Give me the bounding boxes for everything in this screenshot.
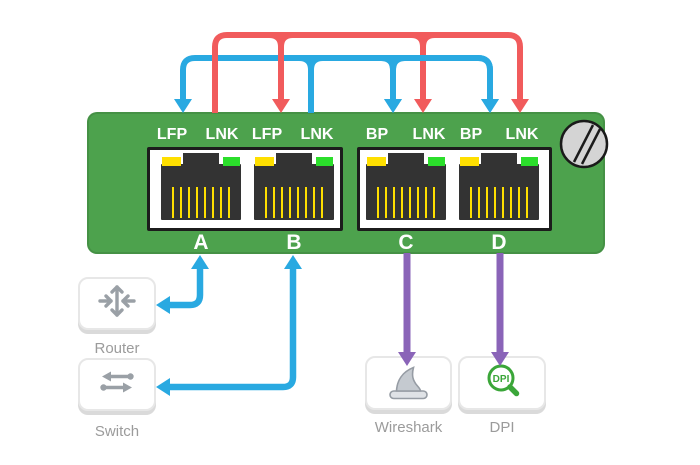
- jack-pins: [470, 187, 528, 218]
- green-led: [521, 157, 538, 166]
- screw-icon: [558, 118, 610, 175]
- endpoint-card-wireshark: [365, 356, 452, 410]
- led-label-lnk-port-A: LNK: [205, 126, 239, 143]
- led-label-lfp-port-A: LFP: [156, 126, 188, 143]
- endpoint-card-router: [78, 277, 156, 330]
- yellow-led: [162, 157, 181, 166]
- yellow-led: [367, 157, 386, 166]
- led-label-lnk-port-D: LNK: [505, 126, 539, 143]
- wireshark-icon: [385, 361, 433, 406]
- yellow-led: [460, 157, 479, 166]
- arrowhead-down: [414, 99, 432, 113]
- arrowhead-down: [398, 352, 416, 366]
- jack-pins: [377, 187, 435, 218]
- arrowhead-down: [384, 99, 402, 113]
- link-port-A-router: [169, 268, 204, 309]
- svg-text:DPI: DPI: [493, 373, 510, 384]
- port-letter-B: B: [286, 231, 302, 254]
- rj45-jack-port-A: [161, 153, 241, 220]
- led-label-bp-port-D: BP: [459, 126, 483, 143]
- blue-tree-overlay: [372, 55, 493, 100]
- jack-pins: [172, 187, 230, 218]
- led-label-lnk-port-C: LNK: [412, 126, 446, 143]
- router-icon: [95, 281, 139, 326]
- arrowhead-down: [481, 99, 499, 113]
- arrowhead-down: [511, 99, 529, 113]
- yellow-led: [255, 157, 274, 166]
- port-endpoint-links: [156, 253, 509, 396]
- led-label-lfp-port-B: LFP: [251, 126, 283, 143]
- red-heartbeat-tree: [212, 32, 523, 113]
- dpi-icon: DPI: [480, 359, 524, 408]
- arrowhead-up: [284, 255, 302, 269]
- port-letter-C: C: [398, 231, 414, 254]
- led-label-lnk-port-B: LNK: [300, 126, 334, 143]
- port-letter-D: D: [491, 231, 507, 254]
- endpoint-label-switch: Switch: [94, 423, 140, 440]
- green-led: [316, 157, 333, 166]
- arrowhead-left: [156, 296, 170, 314]
- green-led: [428, 157, 445, 166]
- arrowhead-down: [491, 352, 509, 366]
- switch-icon: [94, 365, 140, 404]
- rj45-jack-port-D: [459, 153, 539, 220]
- arrowhead-left: [156, 378, 170, 396]
- jack-pins: [265, 187, 323, 218]
- arrowhead-up: [191, 255, 209, 269]
- green-led: [223, 157, 240, 166]
- rj45-jack-port-B: [254, 153, 334, 220]
- link-port-B-switch: [169, 268, 297, 391]
- endpoint-label-wireshark: Wireshark: [374, 419, 443, 436]
- endpoint-label-router: Router: [94, 340, 140, 357]
- port-letter-A: A: [193, 231, 209, 254]
- arrowhead-down: [174, 99, 192, 113]
- blue-heartbeat-tree: [180, 55, 493, 113]
- led-label-bp-port-C: BP: [365, 126, 389, 143]
- arrowhead-down: [272, 99, 290, 113]
- endpoint-label-dpi: DPI: [489, 419, 515, 436]
- rj45-jack-port-C: [366, 153, 446, 220]
- endpoint-card-switch: [78, 358, 156, 411]
- endpoint-card-dpi: DPI: [458, 356, 546, 410]
